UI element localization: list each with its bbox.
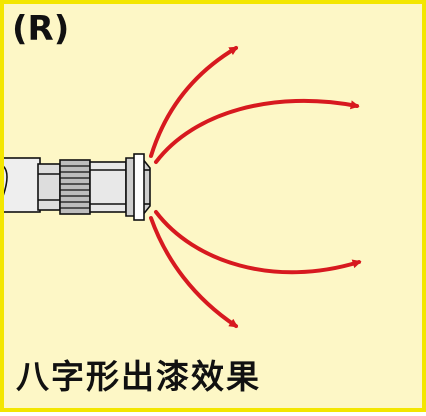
spray-arrow-icon [149, 46, 362, 328]
label-tag: (R) [12, 9, 70, 49]
diagram-canvas [4, 46, 362, 328]
spray-arrow-lower-outer [149, 216, 239, 328]
spray-arrow-lower-inner [154, 210, 362, 275]
spray-arrow-upper-inner [154, 98, 360, 164]
spray-gun-nozzle-icon [4, 153, 151, 221]
spray-arrow-upper-outer [149, 46, 239, 158]
caption: 八字形出漆效果 [16, 357, 261, 396]
